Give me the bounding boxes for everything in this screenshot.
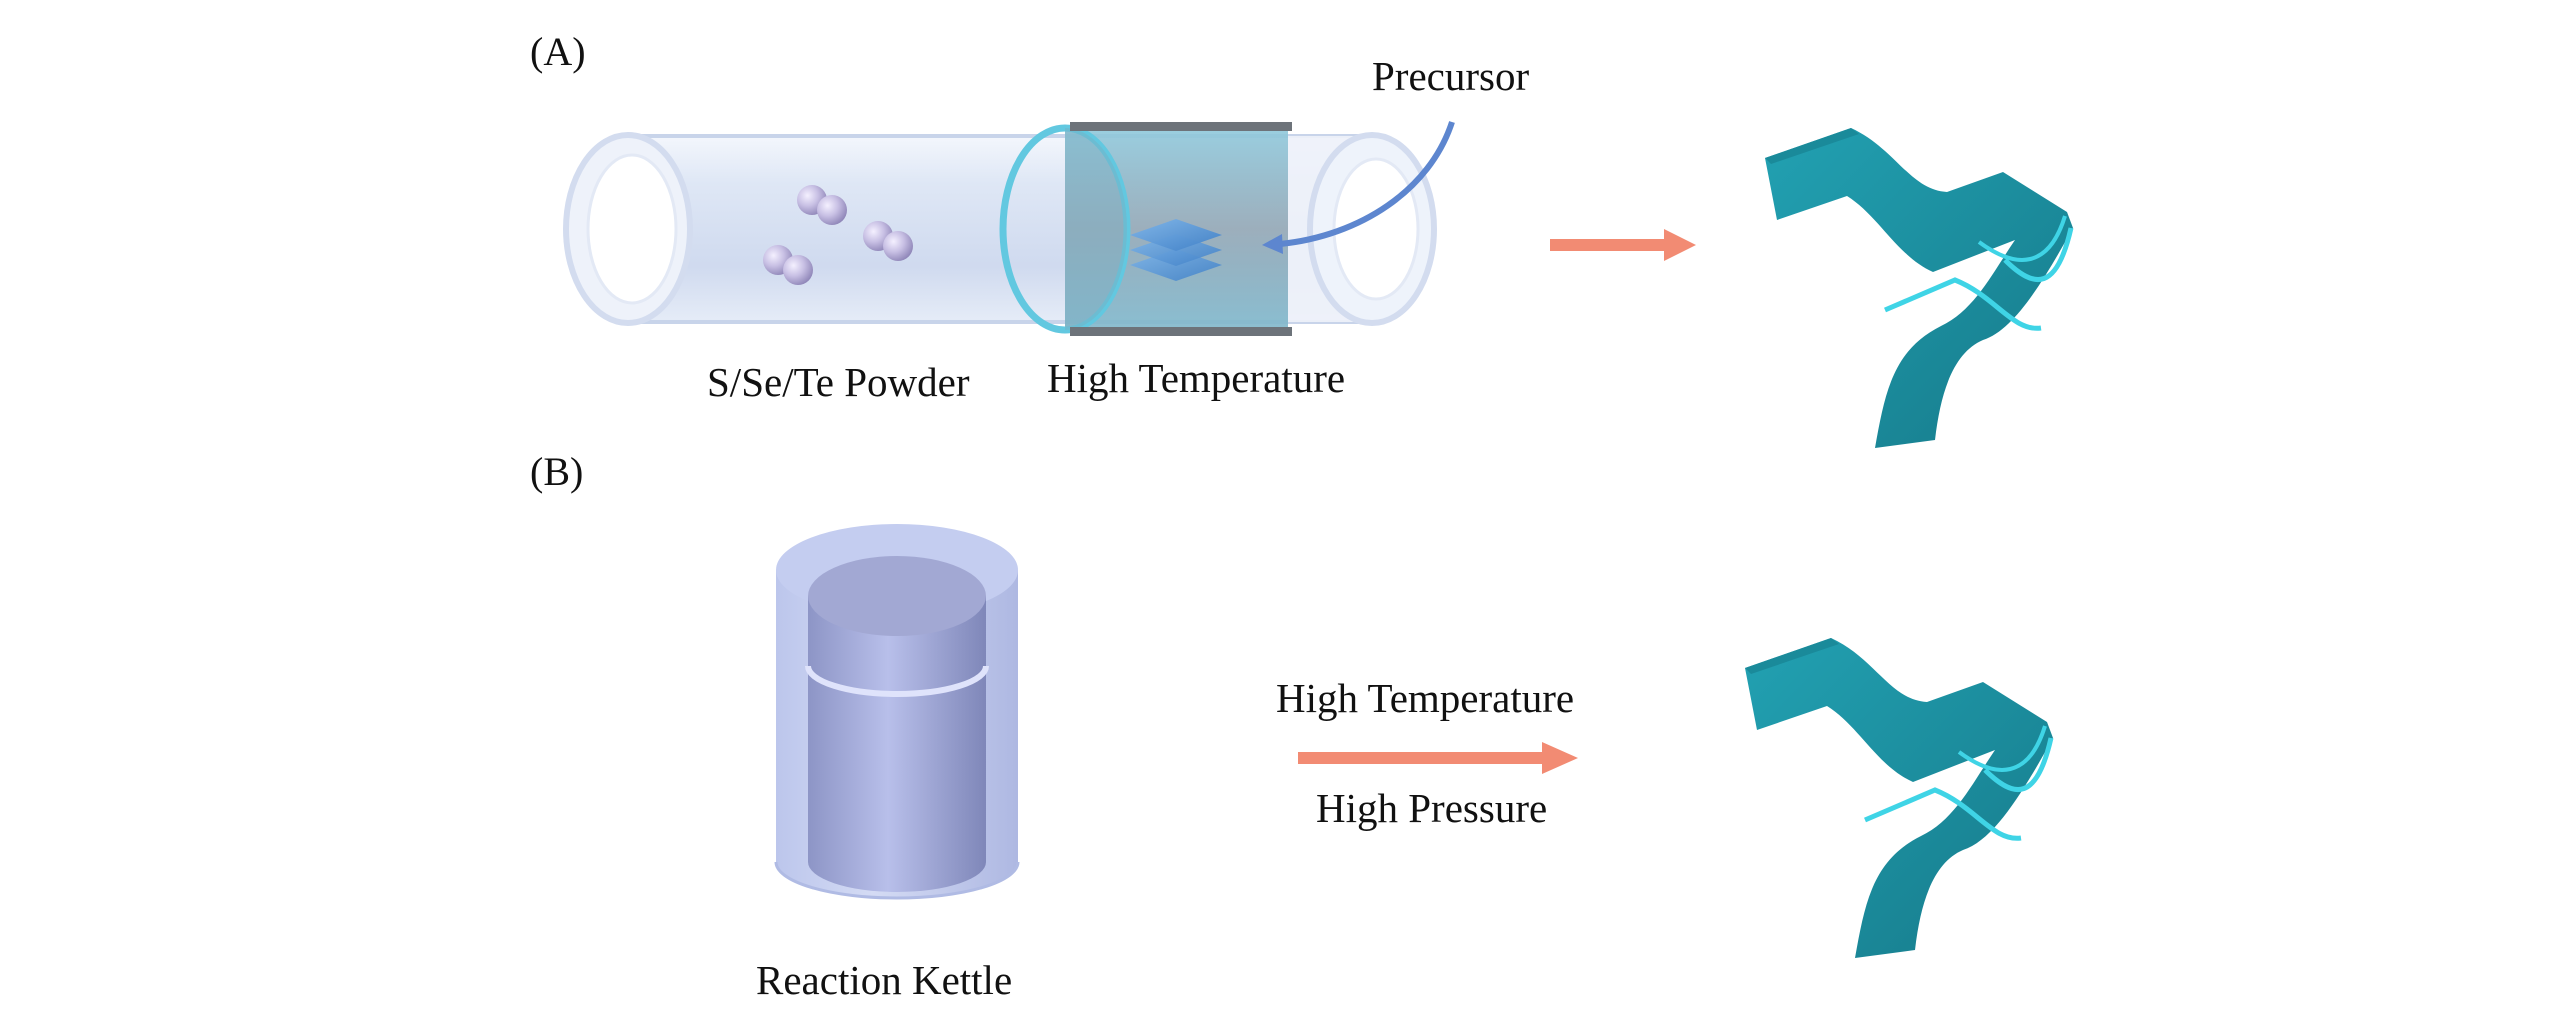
precursor-arrow [1279,121,1455,247]
powder-label: S/Se/Te Powder [707,359,970,405]
panel-a-label: (A) [530,29,586,74]
high-pressure-label: High Pressure [1316,785,1548,831]
heater-band-top [1070,122,1292,131]
panel-b-label: (B) [530,449,584,494]
heater-band-bottom [1070,327,1292,336]
layered-precursor-icon [1130,219,1222,281]
precursor-label: Precursor [1372,53,1530,99]
high-temperature-label-a: High Temperature [1047,355,1346,401]
powder-spheres [763,185,913,285]
high-temperature-label-b: High Temperature [1276,675,1575,721]
reaction-kettle-label: Reaction Kettle [756,957,1013,1003]
product-sheet-b [1745,638,2054,958]
product-sheet-a [1765,128,2074,448]
